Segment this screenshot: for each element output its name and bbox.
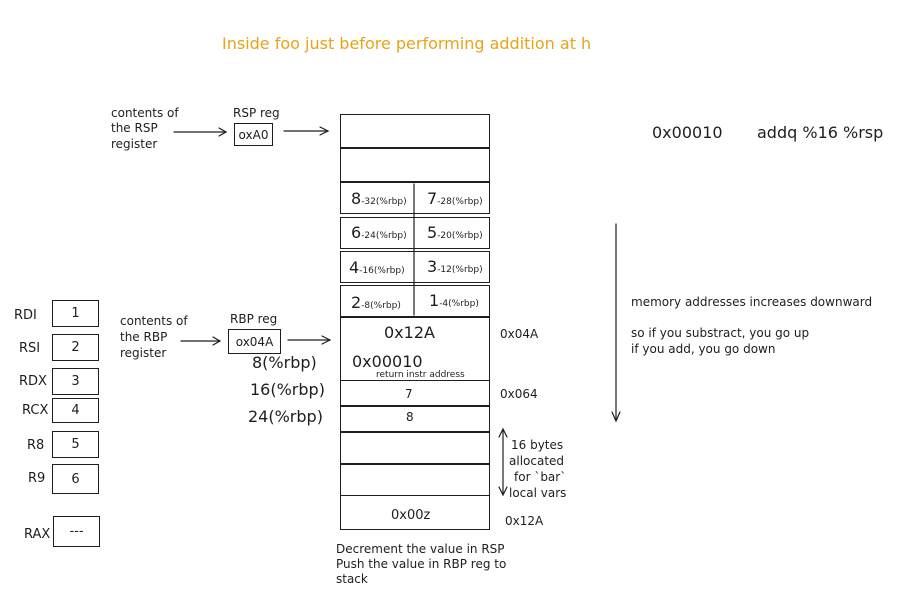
slot-number: 1 [429, 291, 440, 310]
bottom-note-line-1: Decrement the value in RSP [336, 542, 505, 556]
rsp-note-line-2: the RSP [111, 121, 158, 135]
saved-rbp-value: 0x12A [384, 323, 435, 342]
arg7-value: 7 [405, 387, 413, 401]
instruction-text: addq %16 %rsp [757, 123, 884, 142]
address-bottom: 0x12A [505, 514, 544, 528]
rbp-register-box: ox04A [228, 329, 281, 354]
local-slot-row: 6-24(%rbp) 5-20(%rbp) [340, 217, 490, 249]
bottom-cell-value: 0x00z [391, 508, 431, 523]
rsp-reg-label: RSP reg [233, 106, 280, 120]
register-value: 1 [71, 306, 80, 321]
slot-offset: -24(%rbp) [361, 231, 407, 241]
register-value-box: 2 [52, 334, 99, 361]
offset-16-label: 16(%rbp) [250, 380, 325, 399]
slot-number: 8 [351, 189, 362, 208]
register-name: R8 [27, 438, 45, 453]
rsp-note-arrowhead [218, 127, 228, 137]
slot-offset: -4(%rbp) [439, 299, 479, 309]
alloc-bracket-bottom-head [498, 486, 508, 497]
rbp-register-value: ox04A [235, 334, 274, 349]
diagram-title: Inside foo just before performing additi… [222, 34, 592, 53]
slot-offset: -16(%rbp) [359, 266, 405, 276]
local-slot-row: 4-16(%rbp) 3-12(%rbp) [340, 251, 490, 283]
instruction-address: 0x00010 [652, 123, 723, 142]
rbp-note-line-3: register [120, 346, 167, 360]
rsp-pointer-arrowhead [319, 126, 330, 136]
register-value: 3 [71, 374, 80, 389]
register-value-box: 3 [52, 368, 99, 395]
rbp-pointer-arrowhead [321, 335, 332, 345]
register-value-box: --- [53, 516, 100, 547]
register-value: 6 [71, 471, 80, 487]
arg7-cell [340, 380, 490, 406]
register-name: RDX [19, 374, 47, 389]
register-value-box: 5 [52, 431, 99, 458]
return-address-caption: return instr address [376, 370, 465, 380]
rsp-note-line-1: contents of [111, 106, 179, 120]
alloc-note-line-2: allocated [509, 454, 565, 468]
slot-offset: -28(%rbp) [437, 197, 483, 207]
alloc-note-line-4: local vars [509, 486, 567, 500]
register-value: 4 [71, 403, 80, 418]
register-value-box: 4 [52, 398, 99, 423]
rsp-register-box: oxA0 [234, 123, 273, 146]
rbp-note-arrowhead [212, 336, 222, 346]
slot-number: 4 [349, 258, 360, 277]
rsp-note-line-3: register [111, 137, 158, 151]
bottom-note-line-3: stack [336, 572, 368, 586]
subtract-note: so if you substract, you go up [631, 326, 810, 340]
address-arg7: 0x064 [500, 387, 538, 401]
slot-number: 6 [351, 223, 362, 242]
register-value-box: 6 [52, 464, 99, 494]
alloc-bracket-top-head [498, 427, 508, 438]
slot-number: 7 [427, 189, 438, 208]
arg8-value: 8 [406, 410, 414, 424]
slot-offset: -32(%rbp) [361, 197, 407, 207]
arg8-cell [340, 406, 490, 432]
register-value: 2 [71, 340, 80, 355]
bar-local-cell-1 [340, 432, 490, 464]
register-name: R9 [28, 471, 46, 486]
slot-offset: -12(%rbp) [437, 265, 483, 275]
slot-number: 3 [427, 257, 438, 276]
rbp-note-line-1: contents of [120, 314, 188, 328]
alloc-note-line-1: 16 bytes [511, 438, 564, 452]
slot-offset: -8(%rbp) [361, 301, 401, 311]
rsp-register-value: oxA0 [238, 127, 269, 142]
slot-offset: -20(%rbp) [437, 231, 483, 241]
memory-direction-note: memory addresses increases downward [631, 295, 873, 309]
register-name: RAX [24, 527, 51, 542]
stack-cell-empty-second [340, 148, 490, 182]
local-slot-row: 2-8(%rbp) 1-4(%rbp) [340, 285, 490, 317]
register-name: RSI [19, 341, 41, 356]
offset-8-label: 8(%rbp) [252, 353, 317, 372]
slot-number: 5 [427, 223, 438, 242]
rbp-note-line-2: the RBP [120, 330, 168, 344]
register-value: 5 [71, 437, 80, 452]
register-name: RCX [22, 403, 49, 418]
alloc-note-line-3: for `bar` [514, 470, 567, 484]
slot-number: 2 [351, 293, 362, 312]
stack-cell-empty-top [340, 114, 490, 148]
return-address-value: 0x00010 [352, 352, 423, 371]
local-slot-row: 8-32(%rbp) 7-28(%rbp) [340, 182, 490, 214]
register-value-box: 1 [52, 300, 99, 327]
bottom-note-line-2: Push the value in RBP reg to [336, 557, 507, 571]
register-value: --- [69, 524, 84, 539]
bar-local-cell-2 [340, 464, 490, 496]
address-saved-rbp: 0x04A [500, 327, 539, 341]
add-note: if you add, you go down [631, 342, 776, 356]
register-name: RDI [14, 308, 37, 323]
offset-24-label: 24(%rbp) [248, 407, 323, 426]
memory-direction-arrowhead [611, 411, 621, 423]
rbp-reg-label: RBP reg [230, 312, 278, 326]
